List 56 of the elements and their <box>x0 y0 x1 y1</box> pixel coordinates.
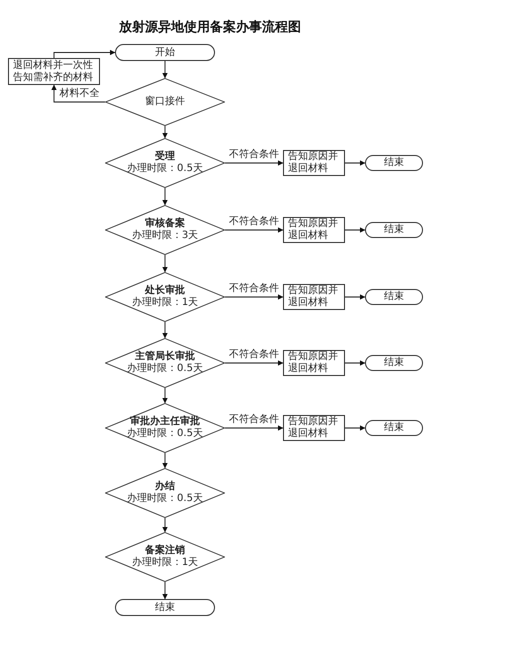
arrow <box>224 160 284 166</box>
arrow <box>344 160 366 166</box>
arrow <box>54 50 116 58</box>
step-title: 受理 <box>155 151 175 162</box>
terminal-box: 结束 <box>365 155 423 171</box>
step-title: 办结 <box>155 481 175 492</box>
arrow <box>344 425 366 431</box>
edge-label: 不符合条件 <box>228 415 280 425</box>
step-title: 主管局长审批 <box>135 351 195 362</box>
arrow <box>162 518 168 532</box>
time-limit: 办理时限：0.5天 <box>127 163 203 175</box>
edge-label: 不符合条件 <box>228 217 280 227</box>
edge-label: 不符合条件 <box>228 350 280 360</box>
arrow <box>162 388 168 404</box>
step-title: 备案注销 <box>145 545 185 556</box>
arrow <box>224 294 284 300</box>
arrow <box>344 294 366 300</box>
arrow <box>162 322 168 338</box>
terminal-box: 结束 <box>365 222 423 238</box>
step-title: 审核备案 <box>145 218 185 230</box>
time-limit: 办理时限：0.5天 <box>127 428 203 440</box>
edge-label: 不符合条件 <box>228 150 280 160</box>
arrow <box>162 254 168 272</box>
time-limit: 办理时限：1天 <box>132 557 198 569</box>
arrow <box>224 425 284 431</box>
arrow <box>224 360 284 366</box>
time-limit: 办理时限：0.5天 <box>127 493 203 505</box>
time-limit: 办理时限：3天 <box>132 230 198 242</box>
terminal-box: 开始 <box>115 44 215 61</box>
step-title: 处长审批 <box>145 285 185 296</box>
edge-label: 材料不全 <box>58 89 100 99</box>
arrow <box>344 227 366 233</box>
process-box: 告知原因并退回材料 <box>283 284 345 310</box>
time-limit: 办理时限：0.5天 <box>127 363 203 375</box>
process-box: 告知原因并退回材料 <box>283 150 345 176</box>
process-box: 告知原因并退回材料 <box>283 350 345 376</box>
arrow <box>224 227 284 233</box>
process-box: 退回材料并一次性告知需补齐的材料 <box>8 58 100 85</box>
arrow <box>162 582 168 600</box>
edge-label: 不符合条件 <box>228 284 280 294</box>
arrow <box>51 84 106 102</box>
process-box: 告知原因并退回材料 <box>283 217 345 243</box>
terminal-box: 结束 <box>115 599 215 616</box>
arrow <box>162 60 168 78</box>
diagram-title: 放射源异地使用备案办事流程图 <box>118 18 302 37</box>
step-title: 审批办主任审批 <box>130 416 200 428</box>
terminal-box: 结束 <box>365 420 423 436</box>
terminal-box: 结束 <box>365 355 423 371</box>
process-box: 告知原因并退回材料 <box>283 415 345 441</box>
arrow <box>162 452 168 468</box>
step-title: 窗口接件 <box>145 96 185 108</box>
time-limit: 办理时限：1天 <box>132 297 198 309</box>
arrow <box>344 360 366 366</box>
arrow <box>162 188 168 206</box>
arrow <box>162 126 168 138</box>
terminal-box: 结束 <box>365 289 423 305</box>
